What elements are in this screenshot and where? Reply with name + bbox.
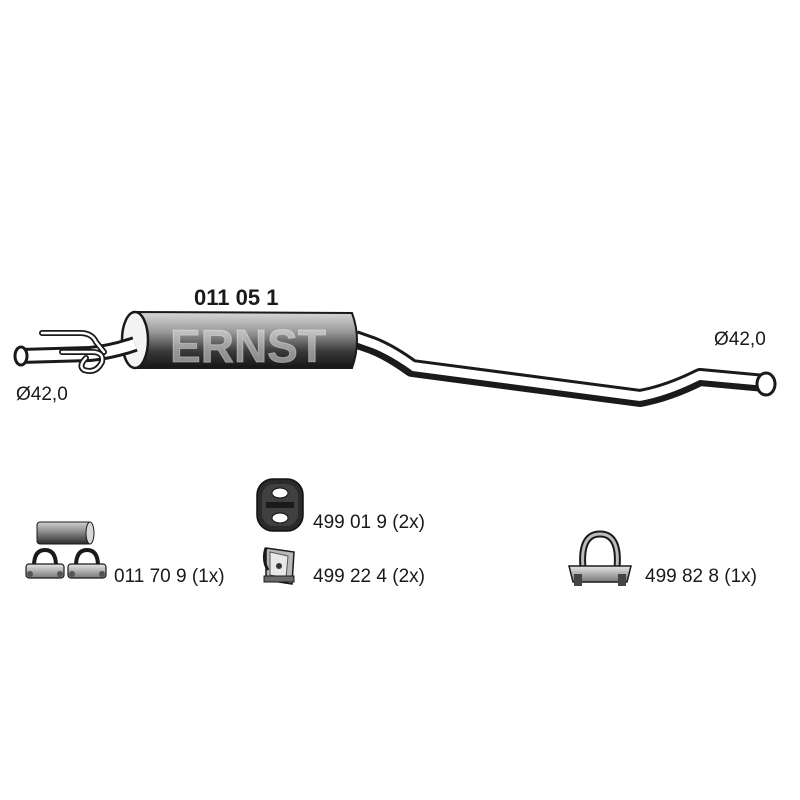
rubber-hanger xyxy=(256,478,304,532)
connector-sleeve xyxy=(36,521,92,545)
hanger-bracket-lower-inner xyxy=(60,350,104,373)
accessory-label-pipe-clamp: 499 82 8 (1x) xyxy=(645,566,757,587)
muffler-brand-logo: ERNST xyxy=(170,320,326,372)
mounting-clip xyxy=(262,547,295,585)
small-clamp-left xyxy=(25,547,65,579)
hanger-bracket-upper-inner xyxy=(40,331,106,354)
middle-silencer-assembly: ERNST xyxy=(13,310,777,407)
outlet-opening xyxy=(755,371,777,397)
outlet-diameter-label: Ø42,0 xyxy=(714,329,766,350)
muffler-body xyxy=(134,310,358,369)
tail-pipe-shadow xyxy=(354,342,766,405)
main-part-number: 011 05 1 xyxy=(194,285,279,310)
tail-pipe-body xyxy=(353,333,766,404)
small-clamp-right xyxy=(67,547,107,579)
accessory-label-connector: 011 70 9 (1x) xyxy=(114,566,225,587)
accessory-label-mounting-clip: 499 22 4 (2x) xyxy=(313,566,425,587)
connector-pipe-with-clamps xyxy=(25,521,107,579)
accessory-label-rubber-hanger: 499 01 9 (2x) xyxy=(313,512,425,533)
inlet-opening xyxy=(13,345,29,367)
connector-sleeve-end xyxy=(85,521,95,545)
inlet-diameter-label: Ø42,0 xyxy=(16,384,68,405)
pipe-clamp xyxy=(568,530,632,586)
